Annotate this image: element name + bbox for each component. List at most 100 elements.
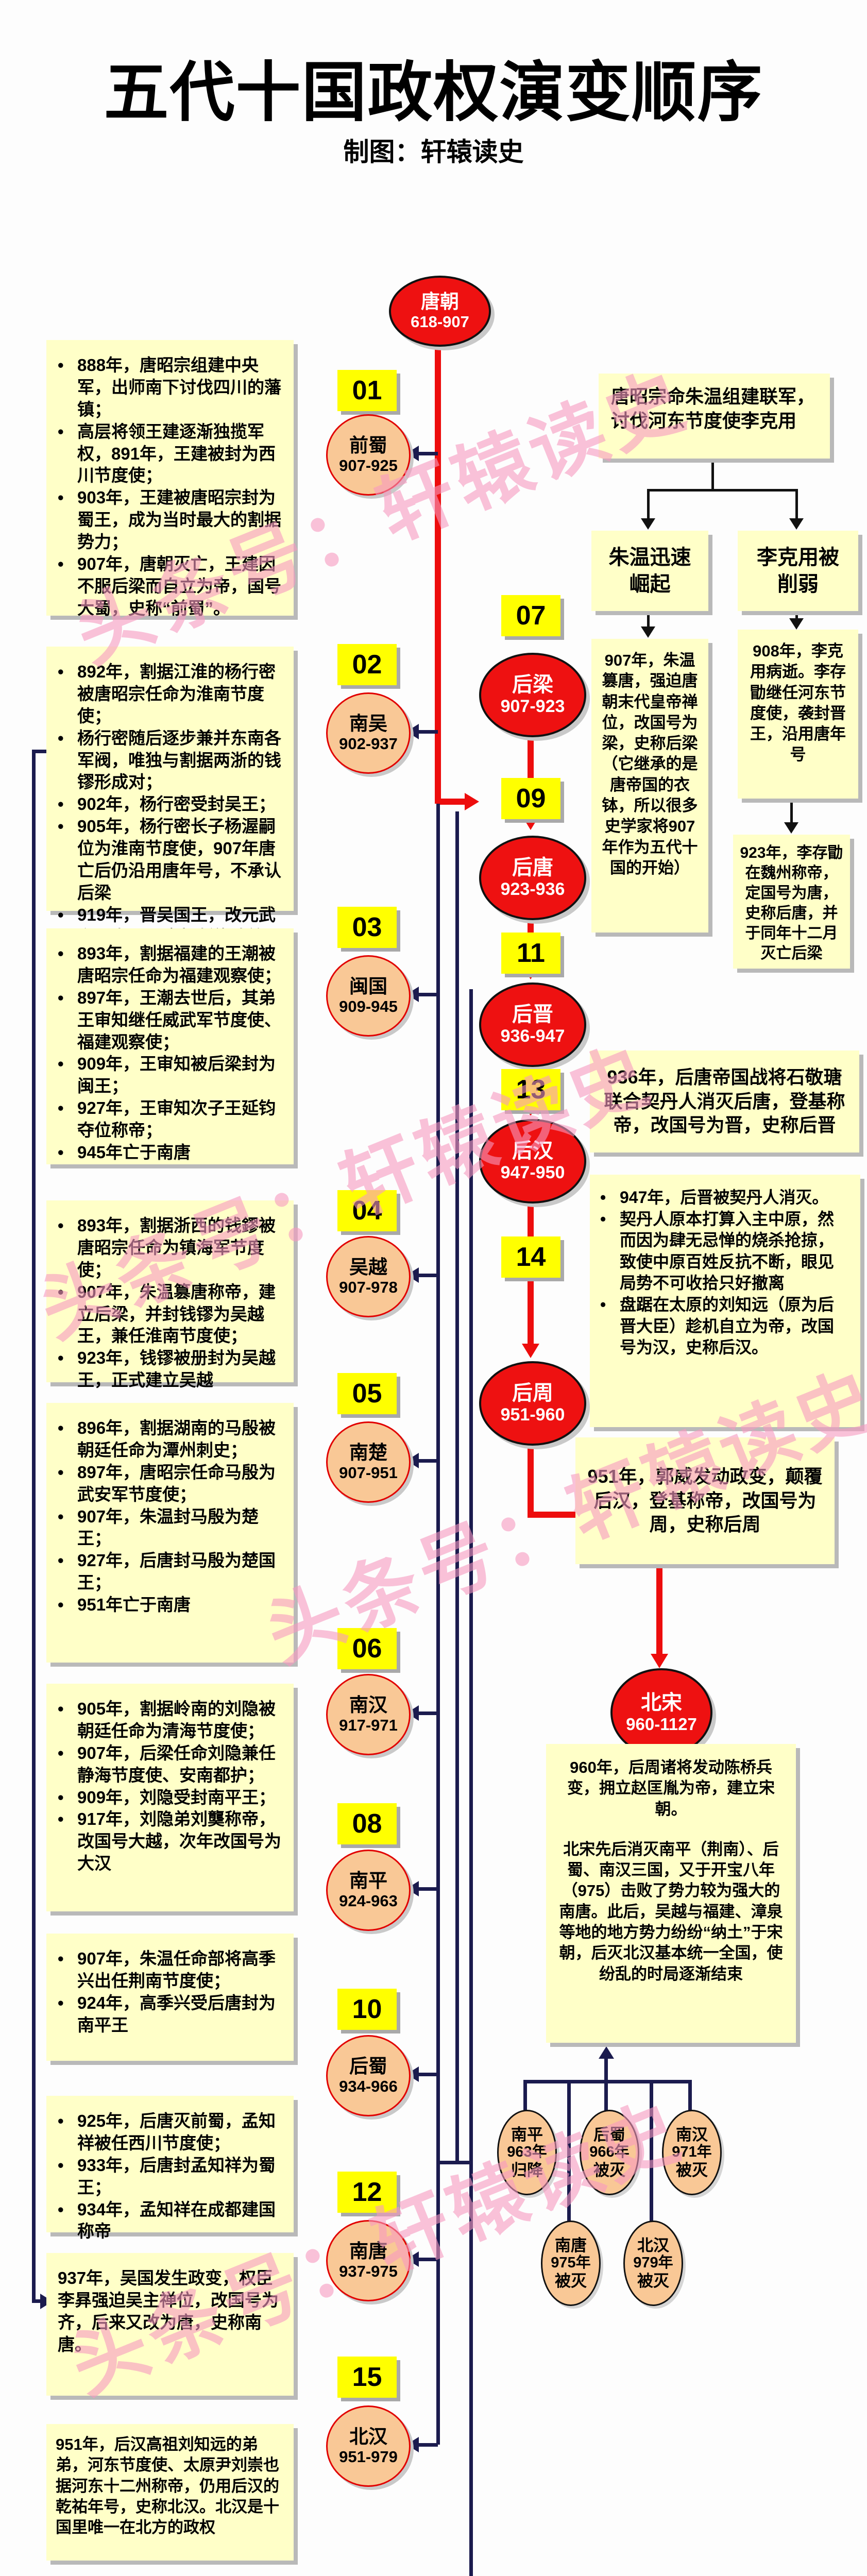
flow-line (455, 811, 459, 2162)
node-years: 917-971 (339, 1716, 398, 1735)
flow-line (469, 2161, 473, 2576)
note-text: 朱温迅速崛起 (608, 546, 691, 596)
arrow-down-icon (789, 518, 804, 530)
flow-line (435, 341, 441, 804)
flow-line (32, 2299, 40, 2303)
node-name: 南唐 (555, 2236, 587, 2255)
bullet-icon: • (58, 1282, 64, 1301)
badge-label: 12 (352, 2177, 382, 2207)
bullet-icon: • (58, 554, 64, 574)
node-name: 南平 (349, 1870, 387, 1891)
note-text: 947年，后晋被契丹人消灭。 (620, 1188, 829, 1207)
flow-line (795, 611, 798, 619)
node-year: 975年 (551, 2255, 591, 2272)
badge-label: 14 (516, 1242, 546, 1272)
node-years: 907-923 (500, 697, 565, 717)
arrow-down-icon (641, 518, 655, 530)
note-nanchu: •896年，割据湖南的马殷被朝廷任命为潭州刺史； •897年，唐昭宗任命马殷为武… (46, 1403, 294, 1663)
badge-04: 04 (337, 1190, 397, 1231)
note-minguo: •893年，割据福建的王潮被唐昭宗任命为福建观察使； •897年，王潮去世后，其… (46, 928, 294, 1164)
node-name: 后唐 (512, 856, 553, 879)
node-name: 北汉 (637, 2236, 669, 2255)
node-name: 后蜀 (349, 2055, 387, 2077)
badge-label: 03 (352, 912, 382, 942)
badge-label: 11 (517, 938, 545, 968)
node-years: 907-951 (339, 1464, 398, 1482)
bullet-icon: • (58, 1595, 64, 1615)
bullet-icon: • (58, 1462, 64, 1482)
flow-line (688, 2080, 692, 2111)
node-houjin: 后晋 936-947 (479, 982, 586, 1067)
arrow-down-icon (641, 626, 655, 638)
note-text: 924年，高季兴受后唐封为南平王 (77, 1993, 276, 2035)
bullet-icon: • (58, 1787, 64, 1807)
flow-line (32, 750, 46, 753)
note-908: 908年，李克用病逝。李存勖继任河东节度使，袭封晋王，沿用唐年号 (738, 630, 858, 799)
note-text: 927年，后唐封马殷为楚国王； (77, 1551, 276, 1592)
note-text: 934年，孟知祥在成都建国称帝 (77, 2199, 276, 2241)
note-text: 936年，后唐帝国战将石敬瑭联合契丹人消灭后唐，登基称帝，改国号为晋，史称后晋 (604, 1066, 845, 1136)
bullet-icon: • (58, 1809, 64, 1829)
note-text: 李克用被削弱 (757, 546, 839, 596)
node-name: 吴越 (349, 1256, 387, 1278)
note-text: 唐昭宗命朱温组建联军，讨伐河东节度使李克用 (611, 386, 815, 431)
node-nantang-fall: 南唐 975年 被灭 (541, 2221, 601, 2306)
bullet-icon: • (58, 488, 64, 507)
note-text: 905年，割据岭南的刘隐被朝廷任命为清海节度使； (77, 1699, 276, 1740)
badge-label: 07 (516, 601, 546, 631)
node-name: 唐朝 (421, 291, 459, 312)
bullet-icon: • (58, 1699, 64, 1718)
note-text: 北宋先后消灭南平（荆南）、后蜀、南汉三国，又于开宝八年（975）击败了势力较为强… (559, 1840, 783, 1983)
node-wuyue: 吴越 907-978 (326, 1236, 411, 1317)
bullet-icon: • (58, 1506, 64, 1526)
node-years: 936-947 (500, 1026, 565, 1046)
watermark: 头条号：轩辕读史 (443, 2557, 867, 2576)
flow-line (647, 489, 650, 518)
badge-05: 05 (337, 1373, 397, 1414)
note-text: 927年，王审知次子王延钧夺位称帝； (77, 1098, 276, 1140)
node-houshu-fall: 后蜀 966年 被灭 (580, 2110, 639, 2195)
node-name: 闽国 (349, 975, 387, 997)
badge-label: 04 (352, 1196, 382, 1226)
node-name: 后汉 (512, 1140, 553, 1163)
bullet-icon: • (58, 944, 64, 963)
node-nanhan: 南汉 917-971 (326, 1674, 411, 1755)
badge-02: 02 (337, 644, 397, 685)
note-text: 893年，割据福建的王潮被唐昭宗任命为福建观察使； (77, 944, 281, 985)
note-text: 951年，后汉高祖刘知远的弟弟，河东节度使、太原尹刘崇也据河东十二州称帝，仍用后… (56, 2435, 279, 2537)
note-text: 945年亡于南唐 (77, 1143, 191, 1162)
note-text: 909年，刘隐受封南平王； (77, 1787, 276, 1807)
badge-09: 09 (501, 778, 560, 819)
bullet-icon: • (58, 1551, 64, 1570)
note-nanwu: •892年，割据江淮的杨行密被唐昭宗任命为淮南节度使； •杨行密随后逐步兼并东南… (46, 647, 294, 946)
note-text: 盘踞在太原的刘知远（原为后晋大臣）趁机自立为帝，改国号为汉，史称后汉。 (620, 1295, 835, 1357)
flow-line (528, 1442, 534, 1518)
note-text: 933年，后唐封孟知祥为蜀王； (77, 2155, 276, 2197)
note-text: 杨行密随后逐步兼并东南各军阀，唯独与割据两浙的钱镠形成对； (77, 728, 281, 792)
arrow-down-icon (784, 822, 798, 834)
note-text: 917年，刘隐弟刘龑称帝，改国号大越，次年改国号为大汉 (77, 1809, 281, 1873)
note-951: 951年，郭威发动政变，颠覆后汉，登基称帝，改国号为周，史称后周 (575, 1437, 835, 1564)
node-name: 南汉 (676, 2125, 708, 2144)
badge-label: 10 (352, 1994, 382, 2024)
flow-line (647, 489, 797, 492)
flow-line (790, 799, 793, 823)
flow-line (604, 2080, 608, 2111)
arrow-right-icon (465, 793, 479, 810)
bullet-icon: • (58, 1098, 64, 1118)
flow-line (647, 611, 650, 626)
node-nanping-fall: 南平 963年 归降 (497, 2110, 557, 2195)
bullet-icon: • (58, 1949, 64, 1968)
bullet-icon: • (58, 1054, 64, 1074)
flow-line (604, 2059, 608, 2081)
note-text: 892年，割据江淮的杨行密被唐昭宗任命为淮南节度使； (77, 662, 276, 725)
bullet-icon: • (58, 728, 64, 748)
badge-14: 14 (501, 1236, 560, 1278)
arrow-down-icon (789, 618, 804, 630)
note-beihan: 951年，后汉高祖刘知远的弟弟，河东节度使、太原尹刘崇也据河东十二州称帝，仍用后… (46, 2424, 294, 2561)
note-text: 907年，后梁任命刘隐兼任静海节度使、安南都护； (77, 1743, 276, 1785)
note-923: 923年，李存勖在魏州称帝，定国号为唐，史称后唐，并于同年十二月灭亡后梁 (733, 835, 850, 969)
badge-label: 15 (352, 2362, 382, 2392)
node-houzhou: 后周 951-960 (479, 1361, 586, 1446)
note-960: 960年，后周诸将发动陈桥兵变，拥立赵匡胤为帝，建立宋朝。 北宋先后消灭南平（荆… (546, 1744, 796, 2043)
